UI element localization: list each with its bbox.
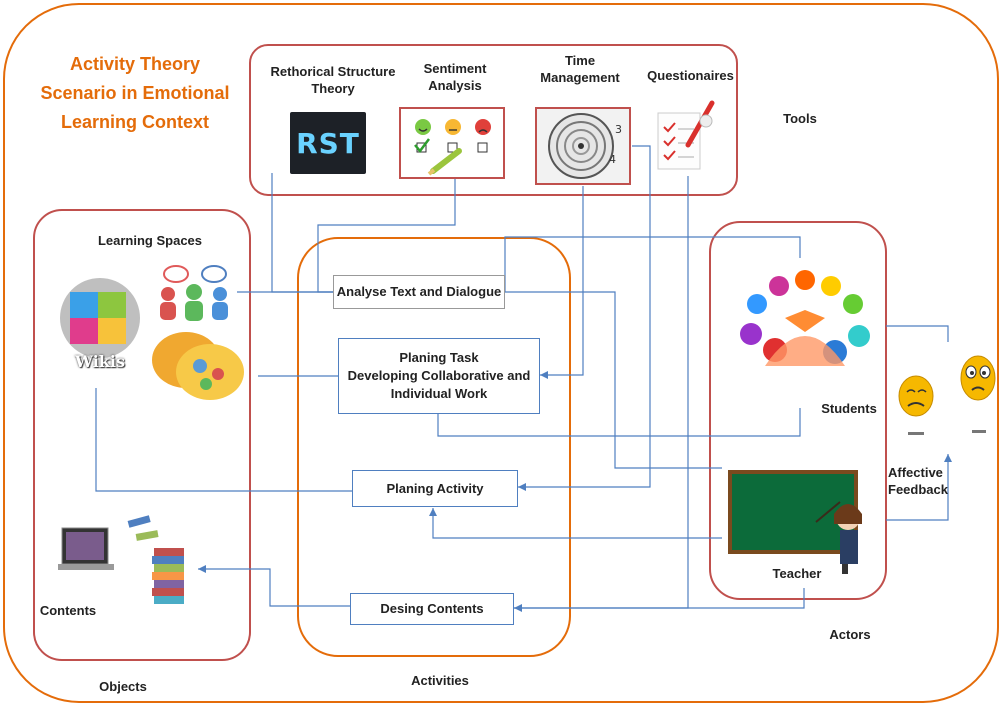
planing-task-line-3: Individual Work <box>390 386 488 401</box>
svg-text:3: 3 <box>615 123 622 136</box>
connector-lines <box>95 145 949 609</box>
worried-emoticon-icon <box>958 352 998 438</box>
analyse-text-dialogue-box: Analyse Text and Dialogue <box>333 275 505 309</box>
actors-label: Actors <box>829 627 871 642</box>
students-group-icon <box>735 258 875 388</box>
activities-label: Activities <box>411 673 469 688</box>
objects-label: Objects <box>99 679 147 694</box>
activities-group <box>297 237 571 657</box>
svg-text:4: 4 <box>609 153 616 166</box>
chat-people-icon <box>152 262 238 326</box>
planing-task-box: Planing Task Developing Collaborative an… <box>338 338 540 414</box>
learning-spaces-label: Learning Spaces <box>97 233 203 248</box>
contents-label: Contents <box>39 603 97 618</box>
rst-icon: RST <box>290 112 366 174</box>
time-management-icon: 3 4 <box>535 107 631 185</box>
tools-group <box>249 44 738 196</box>
time-tool-label: Time Management <box>540 53 620 85</box>
planing-task-line-1: Planing Task <box>399 350 479 365</box>
rst-tool-label: Rethorical Structure Theory <box>270 64 396 96</box>
teacher-icon <box>728 466 868 576</box>
rst-icon-text: RST <box>296 126 360 160</box>
planing-task-line-2: Developing Collaborative and <box>347 368 531 383</box>
sentiment-analysis-icon <box>399 107 505 179</box>
arrowheads <box>198 371 952 612</box>
tools-group-label: Tools <box>783 111 817 126</box>
sad-emoticon-icon <box>896 370 936 440</box>
actors-group <box>709 221 887 600</box>
wikis-label: Wikis <box>75 352 125 371</box>
learning-spaces-group <box>33 209 251 661</box>
planing-activity-box: Planing Activity <box>352 470 518 507</box>
teacher-label: Teacher <box>772 566 822 581</box>
desing-contents-box: Desing Contents <box>350 593 514 625</box>
contents-books-icon <box>56 508 196 620</box>
wikis-icon: Wikis <box>52 272 148 372</box>
sentiment-tool-label: Sentiment Analysis <box>423 61 487 93</box>
diagram-title: Activity Theory Scenario in Emotional Le… <box>40 54 230 132</box>
students-label: Students <box>821 401 877 416</box>
outer-frame <box>3 3 999 703</box>
discussion-bubble-icon <box>148 328 248 406</box>
questionaires-icon <box>654 95 720 177</box>
questionaires-tool-label: Questionaires <box>647 68 734 83</box>
affective-feedback-label: Affective Feedback <box>888 465 948 497</box>
